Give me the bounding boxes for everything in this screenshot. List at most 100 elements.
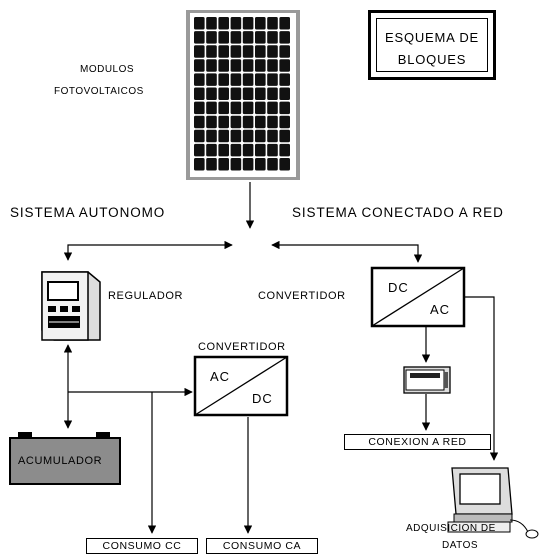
- computer-icon: [447, 467, 539, 539]
- converter-ac-dc-bottom: DC: [252, 391, 273, 406]
- pv-cell: [218, 101, 229, 115]
- pv-cell: [218, 59, 229, 72]
- regulator-icon: [41, 271, 101, 341]
- pv-cell: [194, 115, 205, 129]
- pv-cell: [194, 158, 205, 171]
- pv-cell: [242, 101, 254, 115]
- pv-cell: [206, 87, 217, 100]
- pv-cell: [242, 73, 254, 86]
- data-acquisition-label-1: ADQUISICION DE: [406, 523, 496, 534]
- pv-cell: [206, 17, 217, 30]
- pv-cell: [242, 31, 254, 44]
- pv-cell: [267, 73, 278, 86]
- pv-cell: [279, 115, 290, 129]
- pv-cell: [267, 101, 278, 115]
- pv-cell: [242, 17, 254, 30]
- pv-cell: [194, 129, 205, 143]
- converter-dc-ac-top: DC: [388, 280, 409, 295]
- pv-cell: [206, 101, 217, 115]
- modules-label-2: FOTOVOLTAICOS: [54, 86, 144, 97]
- pv-cell: [242, 129, 254, 143]
- battery-label: ACUMULADOR: [18, 455, 103, 467]
- pv-cell: [255, 129, 266, 143]
- pv-cell: [267, 45, 278, 58]
- pv-cell: [230, 45, 242, 58]
- pv-cell: [230, 31, 242, 44]
- pv-cell: [218, 17, 229, 30]
- pv-cell: [194, 87, 205, 100]
- title-line-2: BLOQUES: [397, 52, 467, 67]
- pv-cell: [267, 59, 278, 72]
- grid-connection-box: CONEXION A RED: [344, 434, 491, 450]
- pv-cell: [230, 143, 242, 157]
- autonomous-system-label: SISTEMA AUTONOMO: [10, 205, 166, 220]
- pv-cell: [206, 73, 217, 86]
- solar-panel-icon: [186, 10, 300, 180]
- diagram-title-box: ESQUEMA DE BLOQUES: [368, 10, 496, 80]
- pv-cell: [267, 87, 278, 100]
- pv-cell: [279, 158, 290, 171]
- pv-cell: [230, 87, 242, 100]
- pv-cell: [230, 59, 242, 72]
- pv-cell: [194, 17, 205, 30]
- meter-unit-label: KWh: [410, 379, 427, 386]
- pv-cell: [218, 31, 229, 44]
- pv-cell: [279, 31, 290, 44]
- pv-cell: [242, 158, 254, 171]
- pv-cell: [242, 115, 254, 129]
- grid-connected-system-label: SISTEMA CONECTADO A RED: [292, 205, 504, 220]
- converter-ac-dc-block: [193, 355, 289, 417]
- pv-cell: [206, 143, 217, 157]
- pv-cell: [206, 115, 217, 129]
- pv-cell: [255, 87, 266, 100]
- pv-cell: [279, 143, 290, 157]
- pv-cell: [230, 73, 242, 86]
- pv-cell: [279, 73, 290, 86]
- pv-cell: [194, 59, 205, 72]
- pv-cell: [242, 45, 254, 58]
- pv-cell: [218, 158, 229, 171]
- pv-cell: [206, 129, 217, 143]
- pv-cell: [255, 31, 266, 44]
- pv-cell: [255, 101, 266, 115]
- pv-cell: [255, 59, 266, 72]
- pv-cell: [279, 59, 290, 72]
- data-acquisition-label-2: DATOS: [442, 540, 479, 551]
- pv-cell: [218, 87, 229, 100]
- pv-cell: [206, 158, 217, 171]
- energy-meter-icon: [403, 366, 451, 394]
- pv-cell: [230, 115, 242, 129]
- consumption-ac-box: CONSUMO CA: [206, 538, 318, 554]
- pv-cell: [194, 143, 205, 157]
- pv-cell: [194, 31, 205, 44]
- pv-cell: [267, 143, 278, 157]
- converter-dc-ac-block: [370, 266, 466, 328]
- pv-cell: [242, 59, 254, 72]
- pv-cell: [218, 129, 229, 143]
- pv-cell: [279, 129, 290, 143]
- pv-cell: [230, 101, 242, 115]
- pv-cell: [267, 129, 278, 143]
- consumption-dc-box: CONSUMO CC: [86, 538, 198, 554]
- pv-cell: [255, 115, 266, 129]
- pv-cell: [218, 45, 229, 58]
- title-line-1: ESQUEMA DE: [385, 30, 479, 45]
- pv-cell: [255, 73, 266, 86]
- pv-cell: [279, 101, 290, 115]
- pv-cell: [218, 73, 229, 86]
- pv-cell: [279, 45, 290, 58]
- pv-cell: [255, 143, 266, 157]
- pv-cell: [255, 17, 266, 30]
- pv-cell: [279, 17, 290, 30]
- pv-cell: [218, 115, 229, 129]
- pv-cell: [230, 158, 242, 171]
- pv-cell: [267, 158, 278, 171]
- pv-cell: [255, 45, 266, 58]
- regulator-label: REGULADOR: [108, 290, 184, 302]
- pv-cell: [218, 143, 229, 157]
- pv-cell: [206, 59, 217, 72]
- pv-cell: [267, 31, 278, 44]
- pv-cell: [242, 87, 254, 100]
- connection-lines: [63, 182, 499, 534]
